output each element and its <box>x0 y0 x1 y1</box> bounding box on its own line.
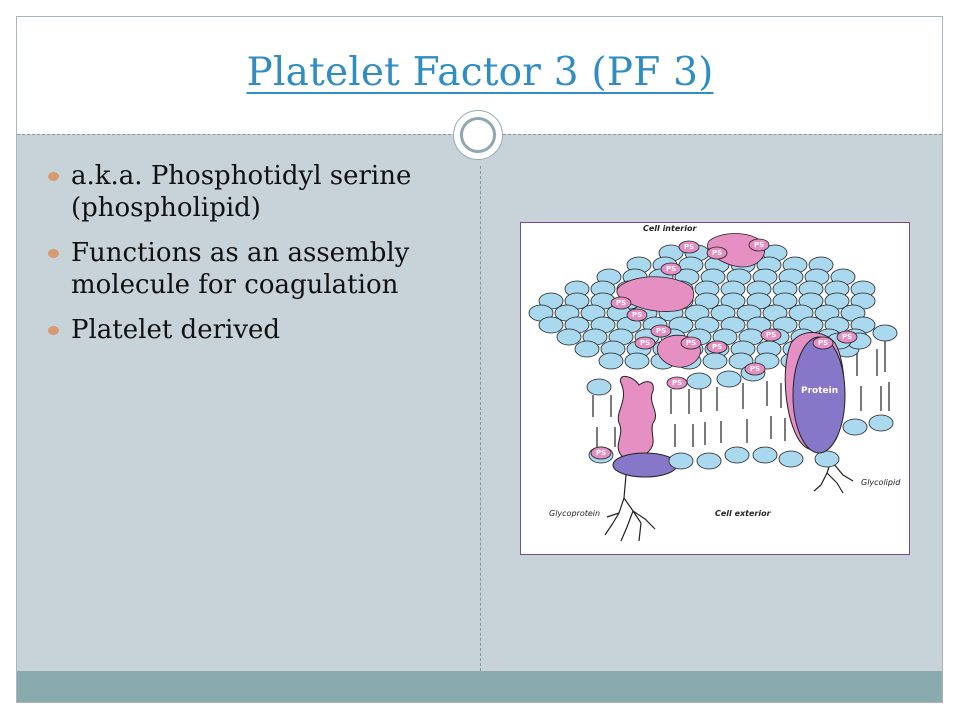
lipid-head <box>586 378 612 396</box>
cell-interior-label: Cell interior <box>643 224 697 233</box>
ps-label: PS <box>750 365 760 373</box>
ps-head <box>812 336 834 350</box>
lipid-tail <box>610 395 616 447</box>
lipid-tail <box>766 381 772 439</box>
ps-head <box>626 308 648 322</box>
ps-head <box>680 336 702 350</box>
lipid-head <box>868 414 894 432</box>
ps-label: PS <box>842 333 852 341</box>
lipid-head <box>574 340 600 358</box>
lipid-heads <box>528 244 898 470</box>
ps-head <box>666 376 688 390</box>
lipid-head <box>538 316 564 334</box>
ps-label: PS <box>686 339 696 347</box>
ps-label: PS <box>766 331 776 339</box>
ps-head <box>660 262 682 276</box>
lipid-head <box>872 324 898 342</box>
lipid-tail <box>780 383 786 441</box>
lipid-tail <box>700 387 706 445</box>
ps-label: PS <box>712 343 722 351</box>
slide-title: Platelet Factor 3 (PF 3) <box>246 50 714 95</box>
lipid-tail <box>670 389 676 447</box>
lipid-head <box>686 372 712 390</box>
lipid-head <box>598 352 624 370</box>
bullet-item: Functions as an assembly molecule for co… <box>46 237 466 301</box>
lipid-head <box>724 446 750 464</box>
ps-head <box>590 446 612 460</box>
ps-head <box>744 362 766 376</box>
lipid-head <box>752 446 778 464</box>
ps-head <box>610 296 632 310</box>
ps-head <box>760 328 782 342</box>
ps-head <box>634 336 656 350</box>
lipid-head <box>702 352 728 370</box>
lipid-tail <box>742 383 748 443</box>
lipid-head <box>842 418 868 436</box>
bullet-list: a.k.a. Phosphotidyl serine (phospholipid… <box>46 160 466 359</box>
ps-label: PS <box>754 241 764 249</box>
lipid-head <box>624 352 650 370</box>
ps-head <box>836 330 858 344</box>
ps-label: PS <box>632 311 642 319</box>
ps-label: PS <box>596 449 606 457</box>
glycoprotein-label: Glycoprotein <box>549 509 600 518</box>
protein-label: Protein <box>801 386 838 396</box>
right-protein-purple <box>792 336 846 454</box>
glycoprotein-chains <box>604 474 656 542</box>
lipid-tail <box>876 349 882 411</box>
bullet-item: Platelet derived <box>46 314 466 346</box>
ps-label: PS <box>684 243 694 251</box>
lipid-head <box>668 452 694 470</box>
glycolipid-label: Glycolipid <box>861 478 901 487</box>
ps-label: PS <box>640 339 650 347</box>
lipid-tail <box>592 395 598 447</box>
lipid-tail <box>716 387 722 443</box>
ps-label: PS <box>712 249 722 257</box>
ps-head <box>748 238 770 252</box>
glycolipid-chains <box>813 460 854 494</box>
lipid-head <box>814 450 840 468</box>
lipid-tail <box>688 389 694 447</box>
cell-exterior-label: Cell exterior <box>715 509 772 518</box>
ps-label: PS <box>672 379 682 387</box>
bottom-band <box>17 671 942 702</box>
lipid-head <box>716 370 742 388</box>
ps-labels: PS PS PS PS PS PS PS PS PS PS PS PS PS PS PS PS <box>590 238 858 460</box>
glycoprotein-base <box>612 452 678 478</box>
left-channel-protein <box>617 376 657 462</box>
lipid-tail <box>884 341 890 411</box>
ps-label: PS <box>666 265 676 273</box>
lipid-head <box>696 452 722 470</box>
lipid-tail <box>856 349 862 411</box>
ps-head <box>706 246 728 260</box>
ps-label: PS <box>616 299 626 307</box>
lipid-head <box>778 450 804 468</box>
ps-label: PS <box>818 339 828 347</box>
ps-head <box>678 240 700 254</box>
bullet-item: a.k.a. Phosphotidyl serine (phospholipid… <box>46 160 466 224</box>
ps-head <box>706 340 728 354</box>
lipid-tails <box>592 341 890 447</box>
lipid-head <box>556 328 582 346</box>
circle-ornament-icon <box>453 110 503 160</box>
ps-head <box>650 324 672 338</box>
column-divider <box>480 166 481 671</box>
ps-label: PS <box>656 327 666 335</box>
